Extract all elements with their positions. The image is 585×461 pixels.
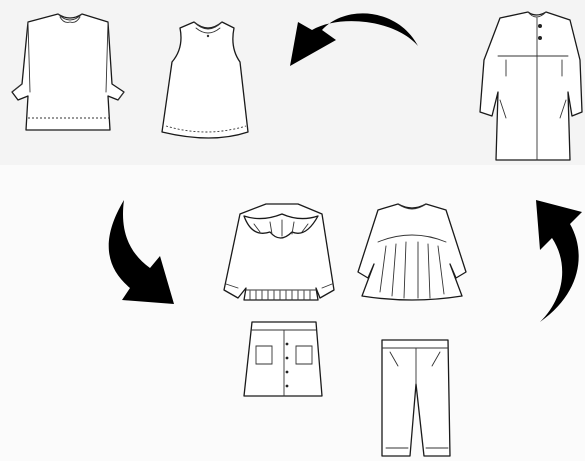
smock-blouse-icon <box>358 204 466 300</box>
button-skirt-icon <box>244 322 322 396</box>
trousers-icon <box>382 340 450 456</box>
arrow-dresses-to-separates <box>109 200 174 304</box>
arrow-separates-to-coat <box>536 200 582 322</box>
long-sleeve-dress-icon <box>12 14 124 130</box>
ruffle-sweatshirt-icon <box>224 204 334 300</box>
